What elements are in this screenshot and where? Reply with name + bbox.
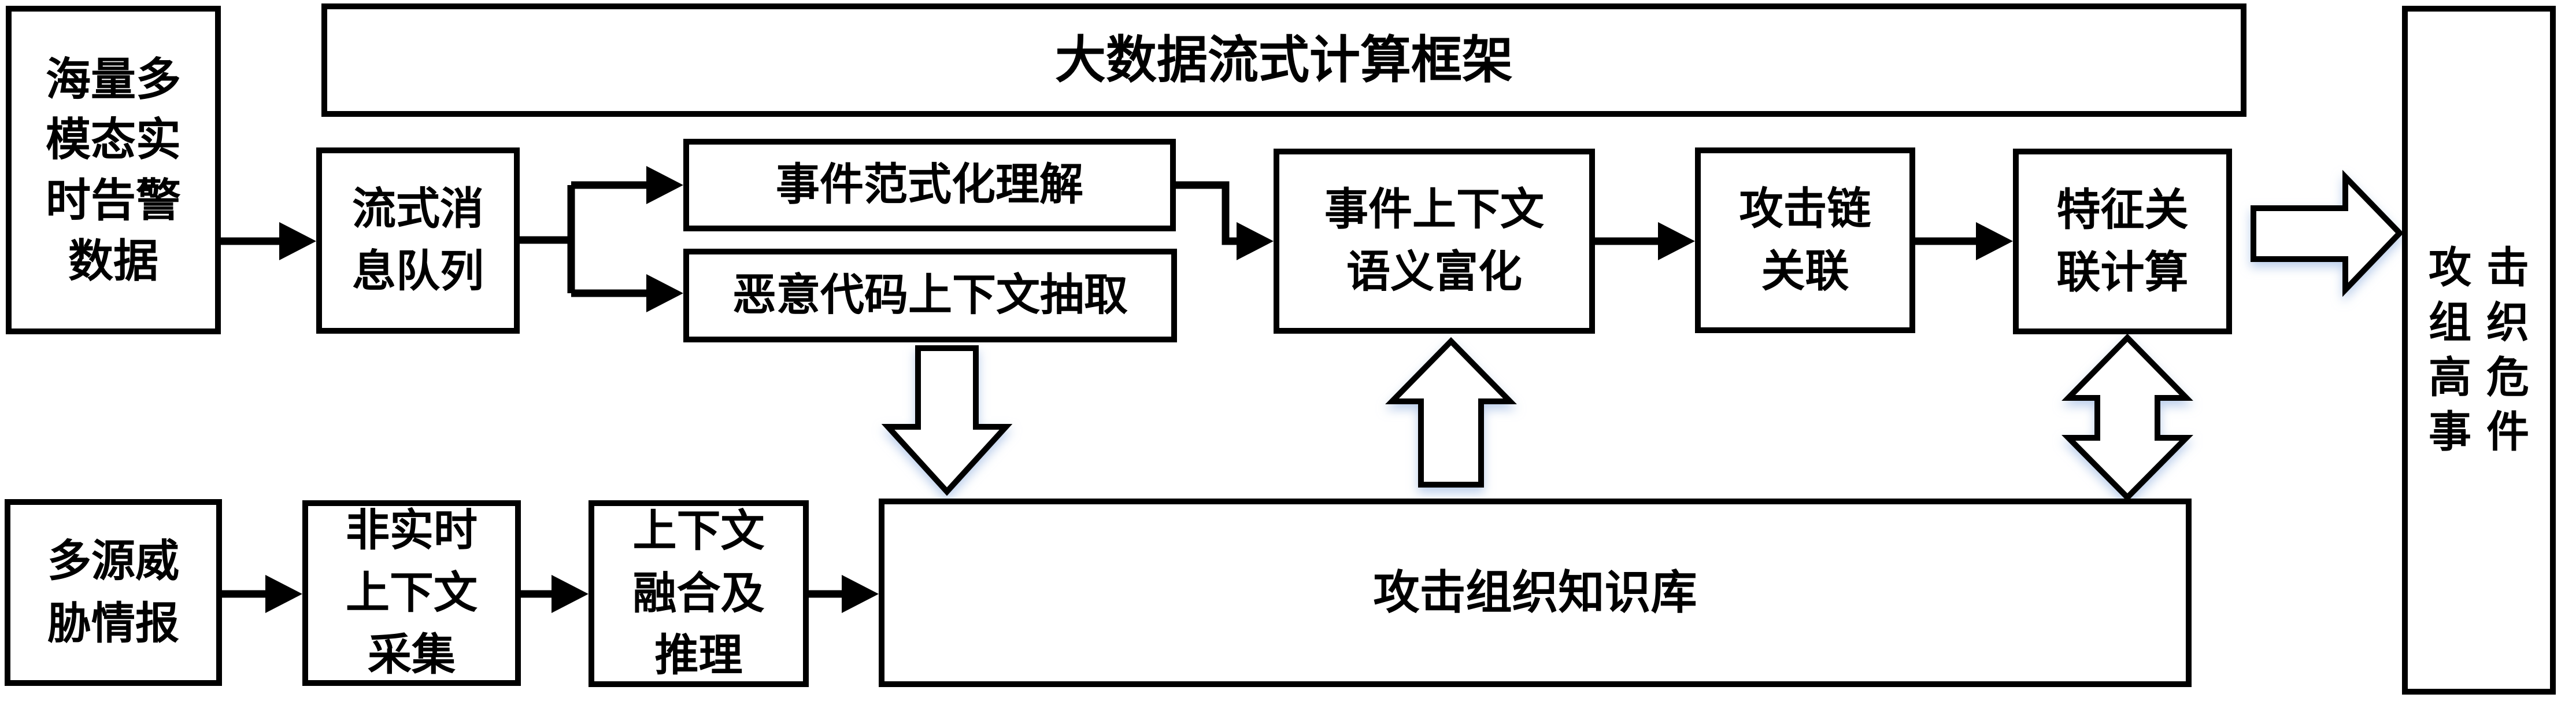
- label-framework: 大数据流式计算框架: [1054, 31, 1513, 88]
- box-nonrealtime-collect: 非实时 上下文 采集: [302, 500, 521, 686]
- arrowhead-collect-to-fusion: [552, 575, 589, 613]
- label-event-normalization: 事件范式化理解: [776, 160, 1083, 210]
- box-malware-context: 恶意代码上下文抽取: [683, 249, 1177, 342]
- label-context-fusion: 上下文 融合及 推理: [632, 506, 765, 681]
- box-attack-chain: 攻击链 关联: [1695, 147, 1915, 333]
- box-message-queue: 流式消 息队列: [316, 147, 520, 334]
- arrowhead-norm-to-semantic: [1237, 222, 1274, 260]
- box-knowledge-base: 攻击组织知识库: [879, 499, 2192, 687]
- label-alert-data: 海量多 模态实 时告警 数据: [45, 53, 181, 286]
- box-high-risk-events: 攻击 组织 高危 事件: [2402, 6, 2556, 695]
- arrowhead-chain-to-feature: [1976, 222, 2013, 260]
- label-semantic-enrichment: 事件上下文 语义富化: [1324, 185, 1544, 297]
- box-context-fusion: 上下文 融合及 推理: [589, 500, 809, 687]
- hollow-arrow-up-icon: [1385, 337, 1517, 488]
- arrowhead-semantic-to-chain: [1658, 222, 1695, 260]
- arrowhead-queue-to-norm: [646, 166, 683, 204]
- edge-queue-split: [519, 181, 650, 297]
- box-framework: 大数据流式计算框架: [321, 3, 2246, 117]
- label-attack-chain: 攻击链 关联: [1739, 184, 1871, 296]
- label-message-queue: 流式消 息队列: [352, 184, 484, 296]
- box-semantic-enrichment: 事件上下文 语义富化: [1274, 149, 1595, 334]
- label-nonrealtime-collect: 非实时 上下文 采集: [346, 505, 478, 680]
- arrowhead-intel-to-collect: [265, 575, 302, 613]
- arrowhead-alert-to-queue: [279, 222, 316, 260]
- arrowhead-fusion-to-knowledge: [842, 575, 879, 613]
- arrowhead-queue-to-malware: [646, 274, 683, 312]
- box-threat-intel: 多源威 胁情报: [5, 499, 222, 686]
- hollow-arrow-double-icon: [2061, 333, 2193, 502]
- box-event-normalization: 事件范式化理解: [683, 139, 1176, 231]
- label-malware-context: 恶意代码上下文抽取: [732, 271, 1128, 320]
- label-high-risk-events: 攻击 组织 高危 事件: [2429, 243, 2544, 456]
- box-alert-data: 海量多 模态实 时告警 数据: [6, 6, 221, 334]
- box-feature-calculation: 特征关 联计算: [2013, 149, 2232, 334]
- label-knowledge-base: 攻击组织知识库: [1373, 567, 1697, 618]
- label-feature-calculation: 特征关 联计算: [2056, 185, 2189, 297]
- hollow-arrow-down-icon: [881, 345, 1013, 496]
- label-threat-intel: 多源威 胁情报: [47, 536, 179, 648]
- hollow-arrow-right-icon: [2251, 169, 2404, 297]
- edge-norm-to-semantic: [1175, 181, 1241, 245]
